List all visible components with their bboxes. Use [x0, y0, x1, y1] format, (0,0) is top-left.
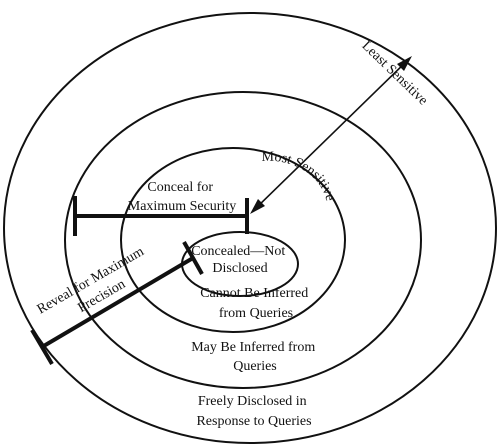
ring-may-be-inferred [64, 91, 422, 389]
reveal-bar-right-cap [182, 241, 204, 275]
arrow-head-most [250, 199, 265, 214]
ring-freely-disclosed [3, 12, 497, 444]
sensitivity-arrow [250, 56, 412, 214]
reveal-bar [30, 241, 204, 366]
arrow-head-least [397, 56, 412, 71]
label-concealed: Concealed—Not Disclosed [191, 244, 289, 276]
conceal-bar [73, 196, 249, 236]
reveal-bar-left-cap [30, 328, 54, 366]
ring-cannot-be-inferred [120, 147, 346, 333]
label-cannot-be-inferred: Cannot Be Inferred from Queries [200, 286, 312, 321]
label-most-sensitive: Most Sensitive [261, 150, 337, 203]
arrow-shaft [251, 57, 411, 213]
label-may-be-inferred: May Be Inferred from Queries [191, 340, 319, 374]
label-conceal: Conceal for Maximum Security [128, 180, 237, 214]
reveal-bar-line [40, 256, 195, 349]
label-freely-disclosed: Freely Disclosed in Response to Queries [196, 394, 311, 429]
